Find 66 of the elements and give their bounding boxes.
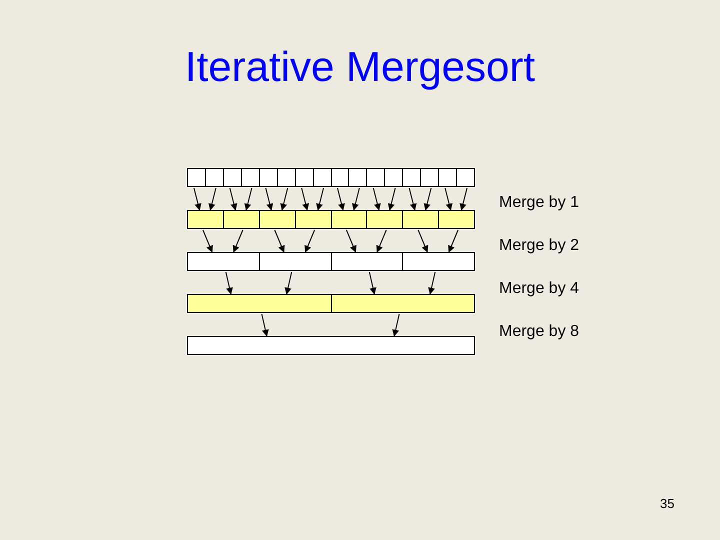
array-cell [420, 168, 440, 187]
arrow [284, 272, 292, 295]
arrow [352, 188, 360, 211]
page-number: 35 [660, 495, 674, 513]
arrow [424, 188, 432, 211]
array-cell [330, 252, 404, 271]
array-cell [276, 168, 296, 187]
array-cell [187, 168, 206, 187]
arrow [280, 188, 288, 211]
array-cell [294, 168, 314, 187]
arrow [274, 230, 285, 253]
array-cell [204, 168, 224, 187]
array-cell [402, 252, 475, 271]
arrow [244, 188, 252, 211]
arrow [265, 188, 274, 211]
arrow [448, 230, 459, 253]
array-cell [366, 210, 404, 229]
array-cell [402, 168, 422, 187]
arrow [388, 188, 396, 211]
arrow [408, 188, 417, 211]
step-label: Merge by 1 [499, 193, 580, 213]
array-cell [258, 210, 296, 229]
arrow [336, 188, 345, 211]
array-cell [330, 294, 475, 313]
arrow [444, 188, 453, 211]
arrow [208, 188, 216, 211]
array-cell [438, 210, 475, 229]
array-cell [438, 168, 458, 187]
step-label: Merge by 2 [499, 236, 580, 256]
array-cell [187, 294, 332, 313]
arrow [193, 188, 202, 211]
array-cell [294, 210, 332, 229]
array-cell [330, 210, 368, 229]
arrow [460, 188, 468, 211]
array-cell [258, 252, 332, 271]
array-cell [222, 210, 260, 229]
array-cell [222, 168, 242, 187]
array-cell [312, 168, 332, 187]
array-cell [348, 168, 368, 187]
array-cell [366, 168, 386, 187]
array-cell [240, 168, 260, 187]
arrow [428, 272, 436, 295]
arrow [261, 314, 269, 337]
arrow [418, 230, 428, 253]
arrow [225, 272, 233, 295]
step-label: Merge by 8 [499, 322, 580, 342]
array-cell [187, 252, 260, 271]
slide-title: Iterative Mergesort [184, 42, 536, 92]
array-cell [187, 210, 224, 229]
array-cell [258, 168, 278, 187]
arrow [304, 230, 316, 253]
arrow [376, 230, 387, 253]
arrow [229, 188, 238, 211]
arrow [372, 188, 381, 211]
step-label: Merge by 4 [499, 279, 580, 299]
arrow [346, 230, 356, 253]
arrow [202, 230, 213, 253]
array-cell [187, 336, 475, 355]
arrow [316, 188, 324, 211]
arrow [301, 188, 310, 211]
array-cell [456, 168, 475, 187]
arrow [392, 314, 400, 337]
arrow [368, 272, 376, 295]
array-cell [384, 168, 404, 187]
arrow [232, 230, 244, 253]
array-cell [402, 210, 440, 229]
